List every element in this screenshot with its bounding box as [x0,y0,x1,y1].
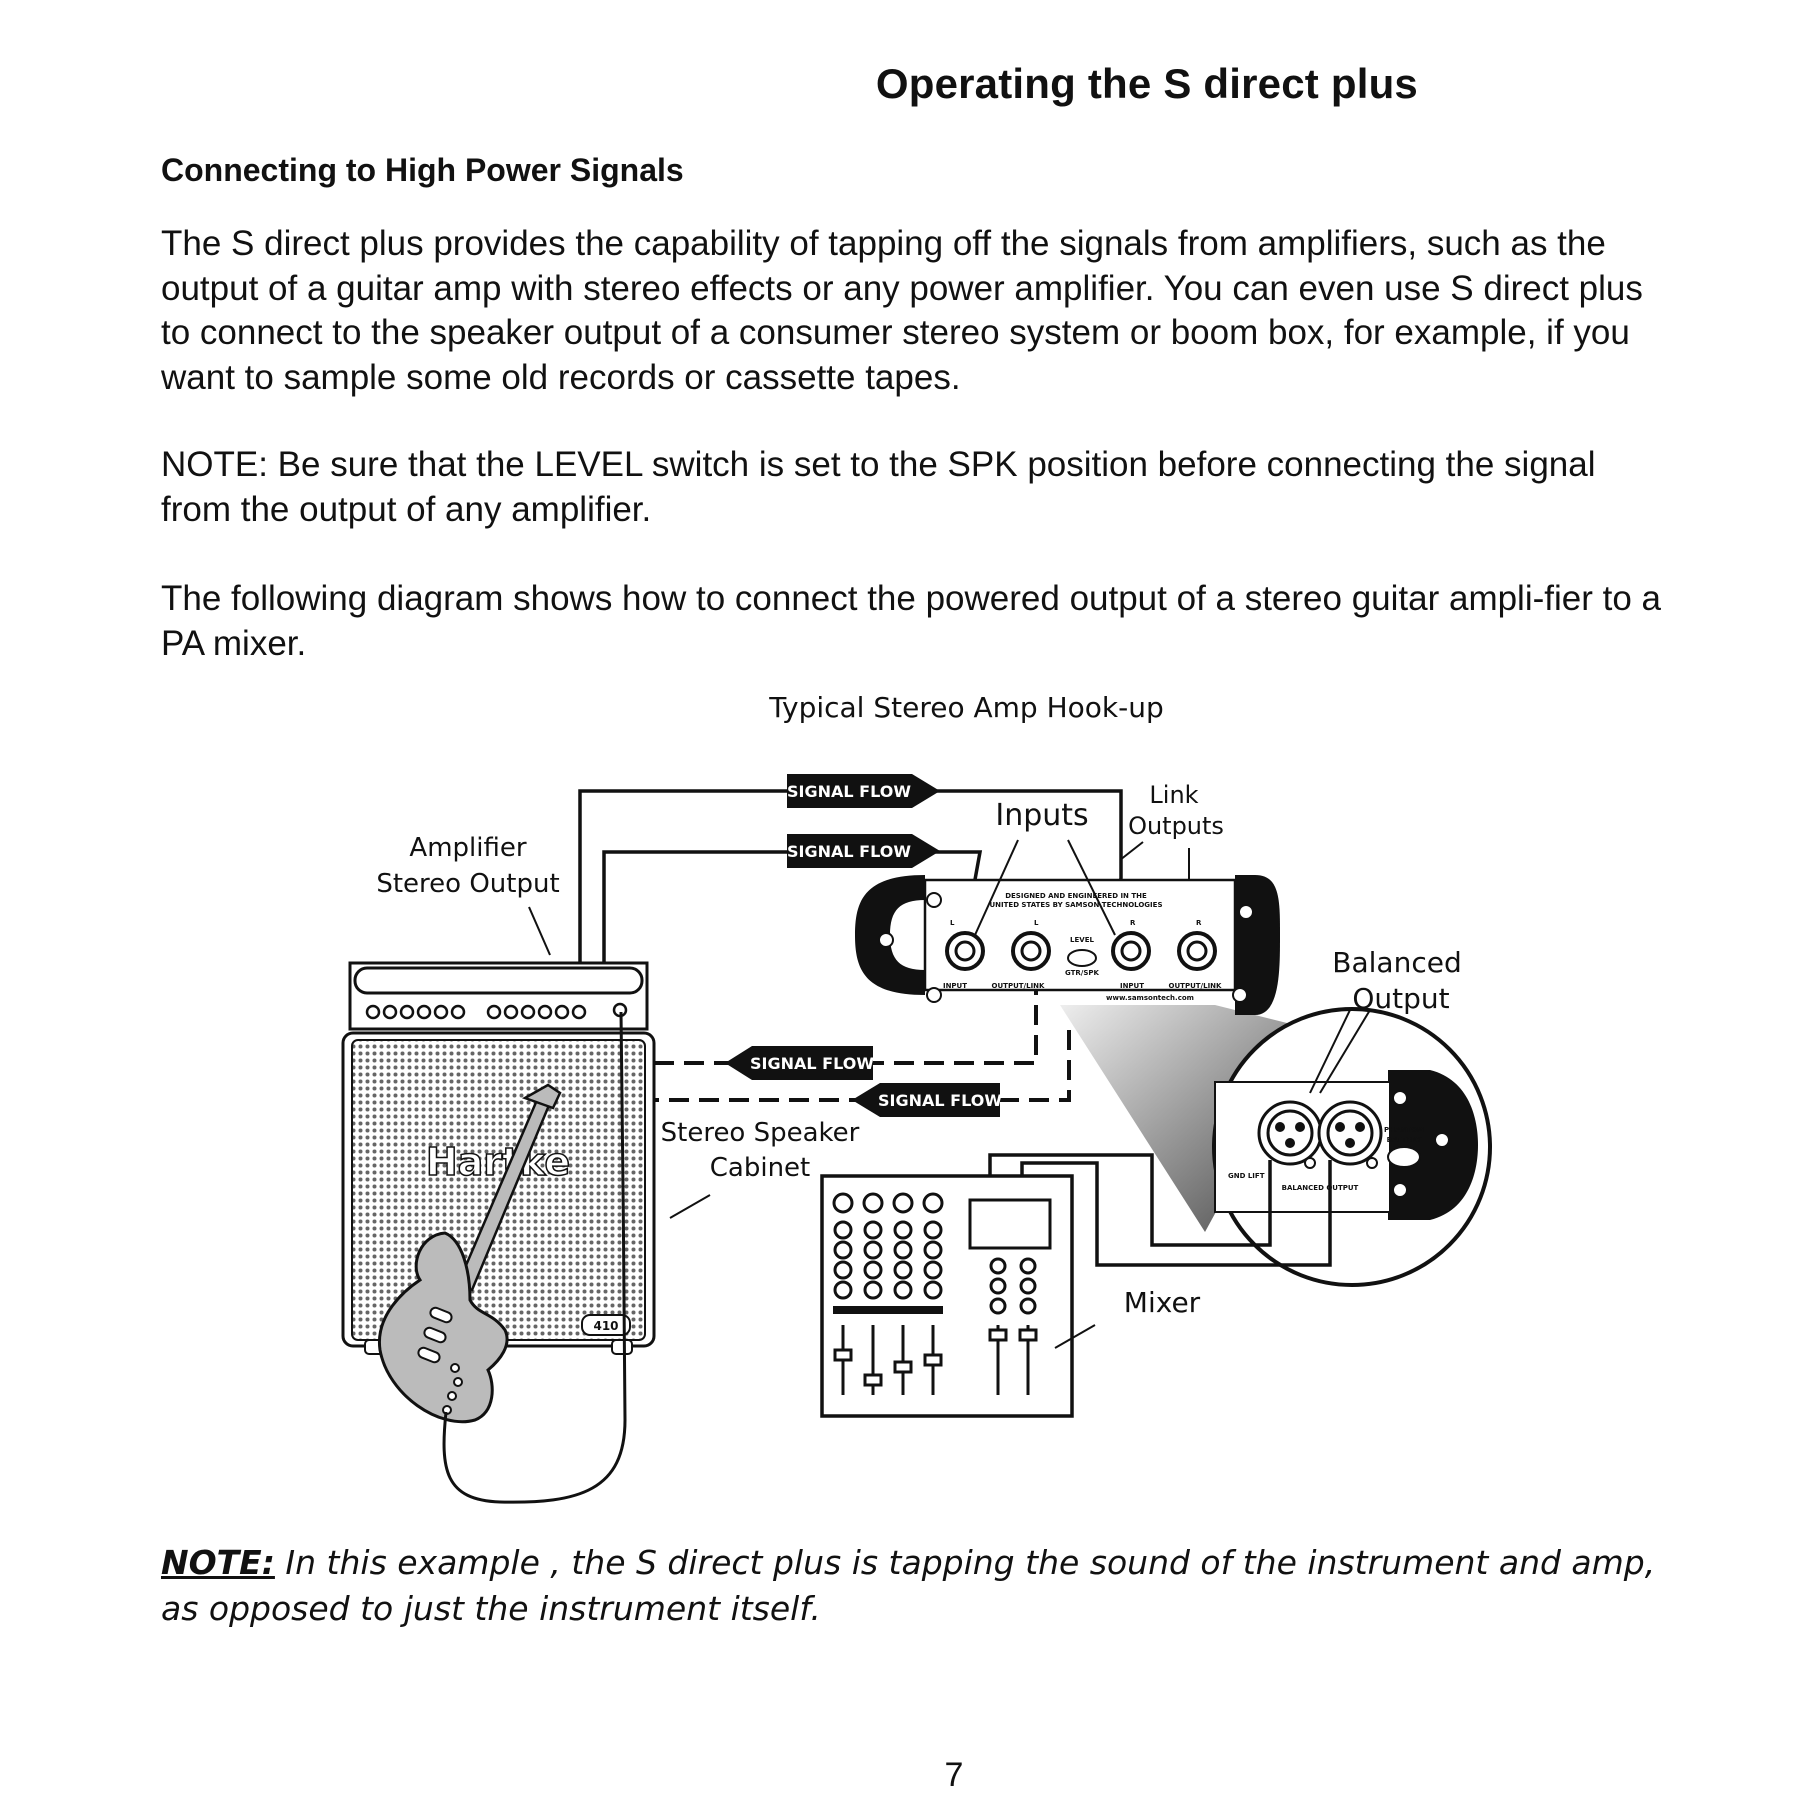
label-balanced: Balanced [1332,946,1461,979]
cabinet-model: 410 [593,1319,618,1333]
label-stereo-output: Stereo Output [376,869,559,899]
paragraph-diagram-intro: The following diagram shows how to conne… [161,579,1661,663]
label-outputs: Outputs [1128,812,1224,840]
di-output-label-l: OUTPUT/LINK [992,982,1045,990]
signal-flow-arrow-2: SIGNAL FLOW [787,834,940,868]
svg-text:SIGNAL FLOW: SIGNAL FLOW [878,1091,1002,1110]
di-level-label: LEVEL [1070,936,1094,944]
label-inputs: Inputs [995,798,1088,833]
label-stereo-speaker: Stereo Speaker [661,1118,860,1148]
bottom-note: NOTE: In this example , the S direct plu… [161,1540,1661,1632]
guitar-cable [442,1011,627,1504]
paragraph-intro: The S direct plus provides the capabilit… [161,224,1643,397]
mixer [820,1174,1074,1418]
page-title: Operating the S direct plus [875,60,1418,107]
label-link: Link [1149,781,1198,809]
di-label-l1: L [950,919,955,927]
label-output: Output [1352,982,1449,1015]
label-amplifier: Amplifier [409,833,526,863]
label-mixer: Mixer [1124,1286,1201,1319]
paragraph-level-note: NOTE: Be sure that the LEVEL switch is s… [161,445,1596,529]
di-website: www.samsontech.com [1106,994,1194,1002]
di-gtr-spk-label: GTR/SPK [1065,969,1100,977]
page-number: 7 [944,1756,964,1794]
zoom-balanced-output: BALANCED OUTPUT [1282,1184,1359,1192]
di-input-label-l: INPUT [943,982,967,990]
link-output-cables [654,975,1071,1102]
di-designed-text: DESIGNED AND ENGINEERED IN THE [1005,892,1147,900]
svg-text:SIGNAL FLOW: SIGNAL FLOW [750,1054,874,1073]
zoom-battery: BATTERY [1387,1136,1423,1144]
di-label-l2: L [1034,919,1039,927]
di-output-label-r: OUTPUT/LINK [1169,982,1222,990]
di-united-text: UNITED STATES BY SAMSON TECHNOLOGIES [989,901,1162,909]
zoom-phantom: PHANTOM [1384,1126,1424,1134]
di-label-r2: R [1196,919,1202,927]
guitar-icon [378,1083,562,1424]
di-label-r1: R [1130,919,1136,927]
note-label: NOTE: [161,1543,275,1582]
svg-text:SIGNAL FLOW: SIGNAL FLOW [787,842,911,861]
note-text: In this example , the S direct plus is t… [161,1543,1656,1628]
amp-head [348,961,649,1031]
label-cabinet: Cabinet [710,1153,810,1183]
callout-lines [528,839,1371,1349]
diagram-title: Typical Stereo Amp Hook-up [769,691,1164,724]
signal-flow-arrow-1: SIGNAL FLOW [787,774,940,808]
svg-text:SIGNAL FLOW: SIGNAL FLOW [787,782,911,801]
signal-flow-arrow-3: SIGNAL FLOW [725,1046,874,1080]
di-box: DESIGNED AND ENGINEERED IN THE UNITED ST… [855,875,1280,1015]
balanced-output-zoom: GND LIFT BALANCED OUTPUT PHANTOM BATTERY [1212,1007,1492,1287]
section-heading: Connecting to High Power Signals [161,152,684,188]
zoom-gnd-lift: GND LIFT [1228,1172,1265,1180]
di-input-label-r: INPUT [1120,982,1144,990]
cabinet-brand: Hartke [426,1140,570,1184]
balanced-output-cables [988,1153,1332,1267]
signal-flow-arrow-4: SIGNAL FLOW [852,1083,1002,1117]
